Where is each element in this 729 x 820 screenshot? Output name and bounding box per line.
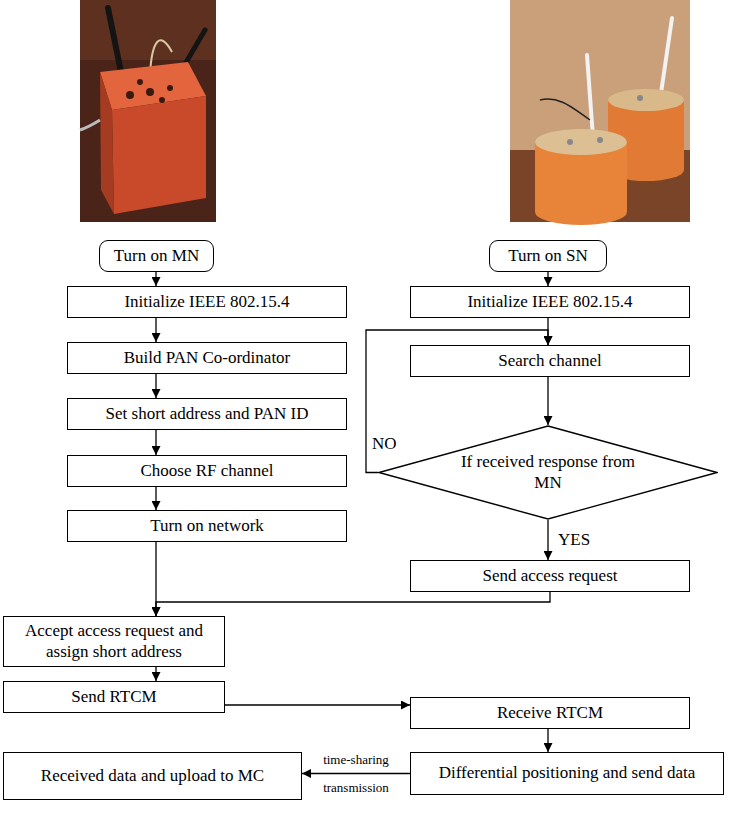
node-text: Turn on network: [150, 516, 264, 536]
process-box: Send RTCM: [3, 681, 225, 713]
process-box: Initialize IEEE 802.15.4: [410, 286, 690, 318]
process-box: Received data and upload to MC: [3, 752, 302, 800]
edge-label: NO: [372, 434, 397, 454]
node-text: Turn on SN: [508, 246, 588, 266]
flow-arrow: [547, 520, 548, 560]
process-box: Search channel: [410, 345, 690, 377]
flow-arrow: [155, 272, 156, 286]
start-box: Turn on SN: [489, 240, 607, 272]
decision-diamond: If received response from MN: [378, 425, 718, 520]
flow-arrow: [155, 374, 156, 398]
flow-arrow: [155, 430, 156, 455]
node-text: Accept access request and assign short a…: [10, 621, 218, 662]
diamond-shape: [379, 426, 717, 519]
node-text: Receive RTCM: [497, 703, 603, 723]
node-text: Received data and upload to MC: [41, 766, 264, 786]
node-text: Choose RF channel: [140, 461, 273, 481]
process-box: Initialize IEEE 802.15.4: [67, 286, 347, 318]
process-box: Turn on network: [67, 510, 347, 542]
process-box: Differential positioning and send data: [410, 752, 724, 795]
flow-arrow: [547, 729, 548, 752]
node-text: If received response from MN: [456, 452, 640, 493]
process-box: Receive RTCM: [410, 697, 690, 729]
edge-label: time-sharing transmission: [306, 746, 406, 802]
node-text: Search channel: [498, 351, 601, 371]
node-text: Send access request: [482, 566, 617, 586]
node-text: Build PAN Co-ordinator: [124, 348, 291, 368]
process-box: Accept access request and assign short a…: [3, 616, 225, 667]
start-box: Turn on MN: [99, 240, 214, 272]
node-text: Initialize IEEE 802.15.4: [467, 292, 632, 312]
flow-arrow: [225, 704, 410, 705]
process-box: Build PAN Co-ordinator: [67, 342, 347, 374]
flow-arrow: [302, 773, 410, 774]
process-box: Choose RF channel: [67, 455, 347, 487]
flow-arrow: [156, 592, 550, 616]
node-text: Initialize IEEE 802.15.4: [124, 292, 289, 312]
slave-node-photo: [510, 0, 690, 225]
node-text: Turn on MN: [114, 246, 199, 266]
node-text: Set short address and PAN ID: [106, 404, 309, 424]
flow-arrow: [155, 318, 156, 342]
node-text: Differential positioning and send data: [439, 763, 696, 783]
edge-label: YES: [558, 530, 590, 550]
flow-arrow: [547, 272, 548, 286]
flow-arrow: [155, 667, 156, 681]
master-node-photo: [80, 0, 216, 222]
process-box: Set short address and PAN ID: [67, 398, 347, 430]
flow-arrow: [547, 377, 548, 425]
flow-arrow: [155, 487, 156, 510]
process-box: Send access request: [410, 560, 690, 592]
node-text: Send RTCM: [71, 687, 156, 707]
